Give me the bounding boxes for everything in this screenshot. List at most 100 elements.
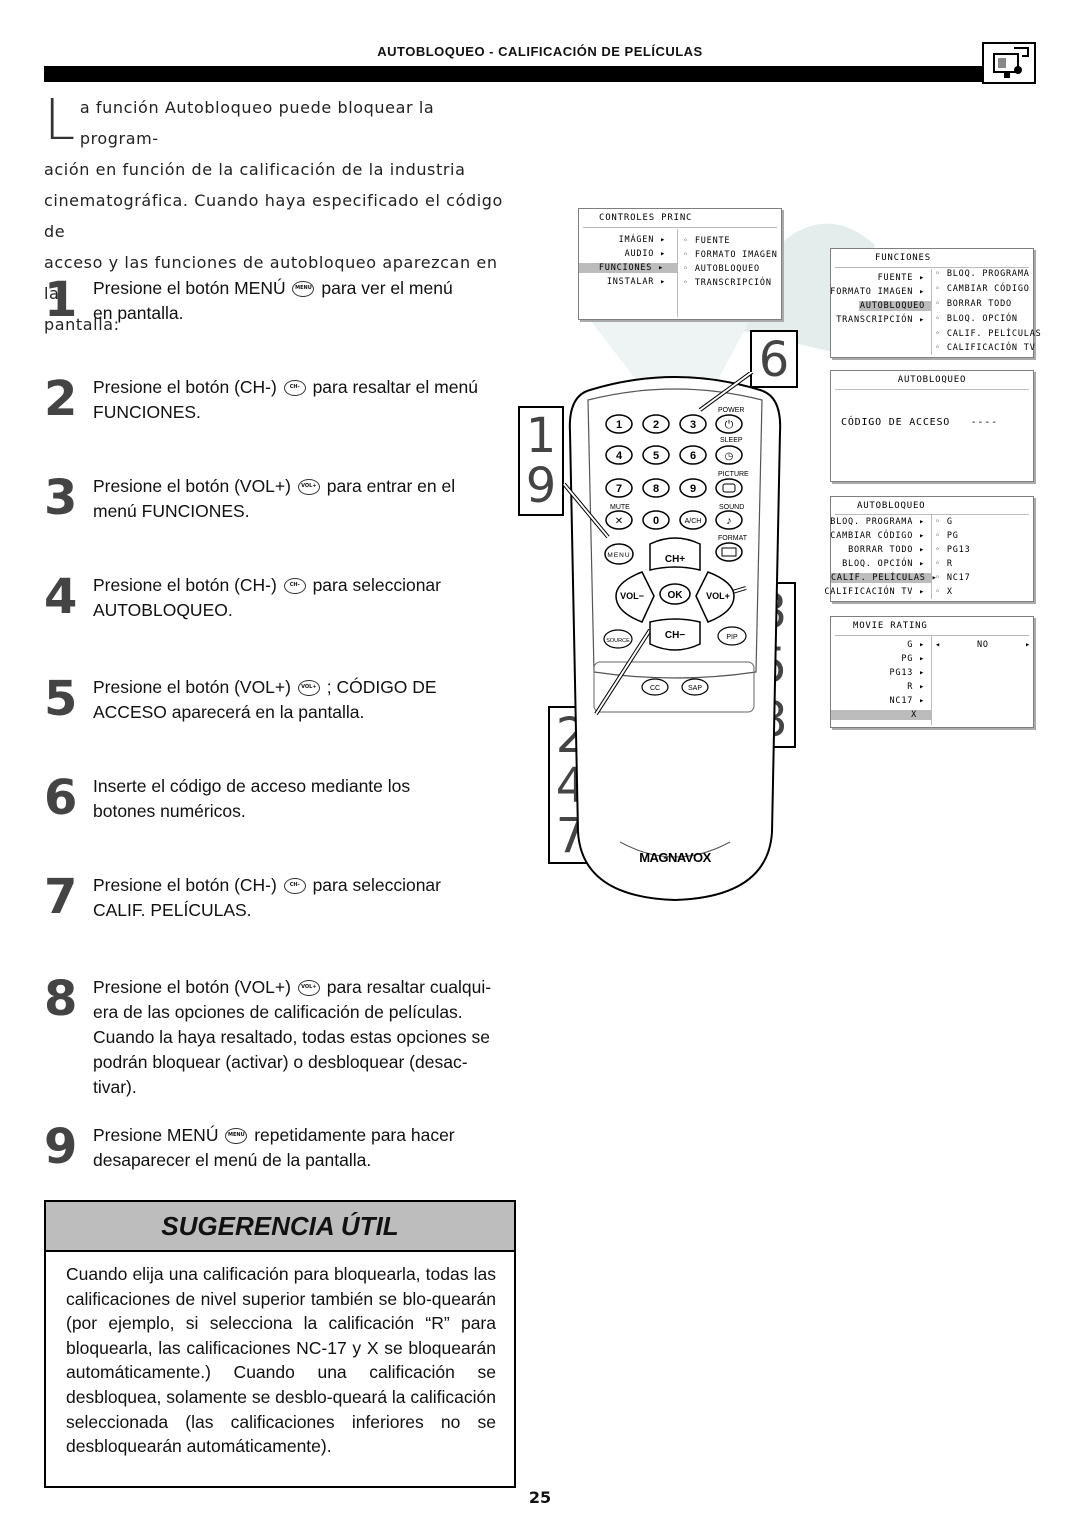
cc-label: CC [650,685,660,692]
callout-box-1-9 [518,406,564,516]
osd-item: NC17 [889,696,914,706]
digit-button-8[interactable] [642,478,670,498]
rating-lock-value: NO [977,640,989,650]
picture-label: PICTURE [718,471,749,478]
step-text: para entrar en el [326,476,456,496]
ok-label: OK [668,590,684,601]
ch-minus-label: CH− [665,630,685,641]
brand-logo: MAGNAVOX [639,850,711,865]
ok-button[interactable] [659,583,691,605]
step-text: Cuando la haya resaltado, todas estas op… [93,1027,490,1047]
digit-label-4: 4 [616,450,623,462]
step-number: 9 [44,1119,78,1175]
digit-button-6[interactable] [679,445,707,465]
power-icon: ⏻ [725,419,734,431]
vol-plus-button-icon: VOL+ [297,479,320,496]
menu-button-icon: MENU [292,281,315,298]
ach-button[interactable] [679,510,707,530]
step-number: 3 [44,470,78,526]
digit-button-5[interactable] [642,445,670,465]
osd-item: TRANSCRIPCIÓN [694,278,772,288]
osd-title: AUTOBLOQUEO [857,501,926,511]
osd-funciones-menu: FUNCIONES FUENTE ▸ FORMATO IMAGEN ▸ AUTO… [830,248,1041,358]
ch-plus-button[interactable] [649,537,701,571]
digit-button-1[interactable] [605,414,633,434]
osd-item: PG [901,654,914,664]
osd-item: AUDIO [624,249,655,259]
sap-button[interactable] [681,678,709,696]
step-number: 1 [44,272,78,328]
format-button[interactable] [715,542,743,562]
picture-button[interactable] [715,478,743,498]
digit-label-2: 2 [653,419,659,431]
digit-button-0[interactable] [642,510,670,530]
step-text: Presione el botón (VOL+) [93,476,291,496]
osd-item: BLOQ. OPCIÓN [946,314,1018,324]
music-note-icon: ♪ [726,515,732,527]
osd-item: G [907,640,914,650]
step-text: desaparecer el menú de la pantalla. [93,1150,372,1170]
osd-item: FORMATO IMAGEN [694,250,778,260]
step-text: para seleccionar [312,575,441,595]
format-label: FORMAT [718,535,748,542]
vol-plus-button[interactable] [695,571,735,623]
power-button[interactable] [715,414,743,434]
intro-line: pantalla: [44,315,120,334]
source-button[interactable] [603,629,633,649]
osd-item: R [907,682,914,692]
osd-item: FUENTE [694,236,731,246]
step-text: Presione el botón (CH-) [93,377,277,397]
header-bar [44,66,994,82]
access-code-field[interactable]: ---- [970,417,998,428]
page-number: 25 [528,1488,552,1507]
digit-button-9[interactable] [679,478,707,498]
step-text: Inserte el código de acceso mediante los [93,776,411,796]
digit-button-7[interactable] [605,478,633,498]
cc-button[interactable] [641,678,669,696]
sound-button[interactable] [715,510,743,530]
step-text: Presione el botón (VOL+) [93,677,291,697]
digit-button-3[interactable] [679,414,707,434]
ch-minus-button-icon: CH- [283,380,306,397]
step-text: Presione el botón (CH-) [93,575,277,595]
step-number: 6 [44,770,78,826]
picture-icon [722,483,736,493]
mute-button[interactable] [605,510,633,530]
step-text: repetidamente para hacer [254,1125,455,1145]
callout-number: 1 [525,408,557,464]
menu-label: MENU [607,552,630,559]
digit-button-2[interactable] [642,414,670,434]
step-text: podrán bloquear (activar) o desbloquear … [93,1052,468,1072]
osd-main-menu: CONTROLES PRINC IMÁGEN ▸ AUDIO ▸ FUNCION… [578,208,782,320]
osd-title: CONTROLES PRINC [599,213,693,223]
osd-movie-rating-menu: MOVIE RATING G ▸ PG ▸ PG13 ▸ R ▸ NC17 ▸ … [830,616,1034,728]
osd-item: R [946,559,953,569]
osd-item: PG13 [889,668,914,678]
power-label: POWER [718,407,744,414]
osd-item-selected: X [911,710,917,720]
osd-item: BLOQ. PROGRAMA [830,517,914,527]
drop-cap: L [44,88,76,153]
format-icon [721,547,737,557]
osd-item-selected: AUTOBLOQUEO [859,301,925,311]
osd-item: CALIFICACIÓN TV [946,343,1036,353]
ach-label: A/CH [685,518,702,525]
step-text: CALIF. PELÍCULAS. [93,900,252,920]
step-text: AUTOBLOQUEO. [93,600,233,620]
digit-button-4[interactable] [605,445,633,465]
pip-button[interactable] [717,626,747,646]
tip-body: Cuando elija una calificación para bloqu… [44,1250,516,1488]
ch-plus-label: CH+ [665,554,685,565]
osd-item: CALIF. PELÍCULAS [946,329,1042,339]
menu-button[interactable] [604,543,634,565]
ch-minus-button[interactable] [649,618,701,651]
intro-line: ación en función de la calificación de l… [44,160,466,179]
digit-label-7: 7 [616,483,622,495]
access-code-label: CÓDIGO DE ACCESO [841,417,951,428]
osd-title: AUTOBLOQUEO [897,375,967,385]
sleep-button[interactable] [715,445,743,465]
sleep-label: SLEEP [720,437,743,444]
osd-item: IMÁGEN [618,235,655,245]
vol-minus-button[interactable] [615,571,655,623]
